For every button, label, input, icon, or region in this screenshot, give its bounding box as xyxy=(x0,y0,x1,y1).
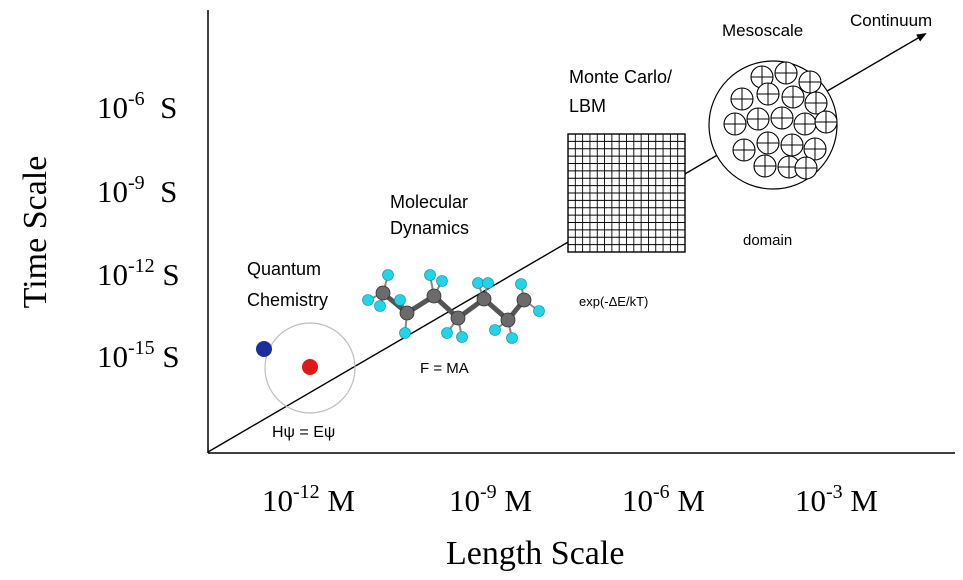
y-tick-1e-6: 10-6 S xyxy=(97,88,178,125)
mesoscale-particle xyxy=(732,138,756,162)
mesoscale-domain xyxy=(708,60,838,190)
molecular-label-line2: Dynamics xyxy=(390,218,470,238)
mesoscale-label: Mesoscale xyxy=(722,21,804,40)
x-tick-1e-9: 10-9 M xyxy=(449,481,532,518)
molecule-chain xyxy=(362,269,545,344)
carbon-atom xyxy=(476,291,492,307)
mesoscale-particle xyxy=(780,133,804,157)
electron-orbit xyxy=(264,322,356,414)
carbon-atom xyxy=(500,312,516,328)
monte-carlo-label-line2: LBM xyxy=(569,96,607,116)
nucleus xyxy=(302,359,318,375)
mesoscale-particle xyxy=(753,154,777,178)
monte-carlo-label-line1: Monte Carlo/ xyxy=(569,67,673,87)
quantum-label-line2: Chemistry xyxy=(247,290,329,310)
y-tick-1e-15: 10-15 S xyxy=(97,337,180,374)
mesoscale-particle xyxy=(746,107,770,131)
y-axis-title: Time Scale xyxy=(17,155,54,309)
hydrogen-atom xyxy=(374,300,386,312)
mesoscale-particle xyxy=(723,112,747,136)
y-tick-1e-9: 10-9 S xyxy=(97,172,178,209)
hydrogen-atom xyxy=(399,327,411,339)
hydrogen-atom xyxy=(394,294,406,306)
domain-label: domain xyxy=(743,232,793,249)
carbon-atom xyxy=(516,292,532,308)
newton-equation: F = MA xyxy=(420,360,469,377)
x-tick-1e-3: 10-3 M xyxy=(795,481,878,518)
x-axis-title: Length Scale xyxy=(446,535,625,572)
y-tick-1e-12: 10-12 S xyxy=(97,255,180,292)
quantum-label-line1: Quantum xyxy=(247,259,322,279)
hydrogen-atom xyxy=(472,277,484,289)
hydrogen-atom xyxy=(506,332,518,344)
monte-carlo-grid xyxy=(567,133,686,253)
x-tick-1e-6: 10-6 M xyxy=(622,481,705,518)
hydrogen-atom xyxy=(362,294,374,306)
hydrogen-atom xyxy=(533,305,545,317)
mesoscale-particle xyxy=(730,87,754,111)
boltzmann-expression: exp(-ΔE/kT) xyxy=(579,294,649,309)
hydrogen-atom xyxy=(456,331,468,343)
electron xyxy=(256,341,272,357)
mesoscale-particle xyxy=(756,131,780,155)
hydrogen-atom xyxy=(489,324,501,336)
mesoscale-particle xyxy=(774,61,798,85)
hydrogen-atom xyxy=(515,278,527,290)
x-tick-1e-12: 10-12 M xyxy=(262,481,355,518)
mesoscale-particle xyxy=(794,156,818,180)
hydrogen-atom xyxy=(424,269,436,281)
carbon-atom xyxy=(450,310,466,326)
hydrogen-atom xyxy=(441,327,453,339)
mesoscale-particle xyxy=(756,82,780,106)
molecular-label-line1: Molecular xyxy=(390,192,469,212)
quantum-atom xyxy=(256,322,356,414)
carbon-atom xyxy=(426,288,442,304)
mesoscale-particle xyxy=(781,85,805,109)
hydrogen-atom xyxy=(382,269,394,281)
carbon-atom xyxy=(399,305,415,321)
mesoscale-particle xyxy=(798,70,822,94)
mesoscale-particle xyxy=(803,137,827,161)
schrodinger-equation: Hψ = Eψ xyxy=(272,424,336,441)
mesoscale-particle xyxy=(770,106,794,130)
continuum-label: Continuum xyxy=(850,11,933,30)
mesoscale-particle xyxy=(814,110,838,134)
carbon-atom xyxy=(375,285,391,301)
hydrogen-atom xyxy=(436,275,448,287)
mesoscale-particle xyxy=(804,91,828,115)
hydrogen-atom xyxy=(482,277,494,289)
mesoscale-particle xyxy=(793,112,817,136)
